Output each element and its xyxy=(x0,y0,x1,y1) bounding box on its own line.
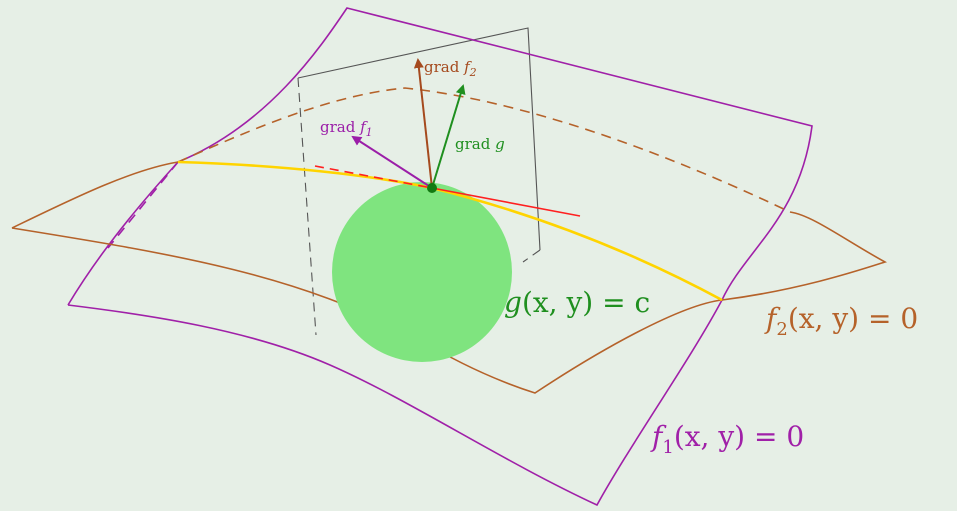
grad-g-label: grad g xyxy=(455,135,505,153)
surface-f1 xyxy=(67,7,813,507)
equation-g: g(x, y) = c xyxy=(504,286,650,319)
grad-f2-label: grad f2 xyxy=(424,58,477,79)
equation-f1: f1(x, y) = 0 xyxy=(650,420,804,458)
grad-f2-arrow xyxy=(413,58,433,189)
grad-g-arrow xyxy=(431,84,466,189)
surface-f2 xyxy=(11,87,888,394)
tangent-plane xyxy=(297,27,541,336)
tangent-line xyxy=(314,165,581,217)
tangent-point xyxy=(427,183,437,193)
equation-f2: f2(x, y) = 0 xyxy=(764,302,918,340)
grad-f1-label: grad f1 xyxy=(320,118,373,139)
grad-f1-arrow xyxy=(351,135,433,189)
disk-g xyxy=(332,182,512,362)
